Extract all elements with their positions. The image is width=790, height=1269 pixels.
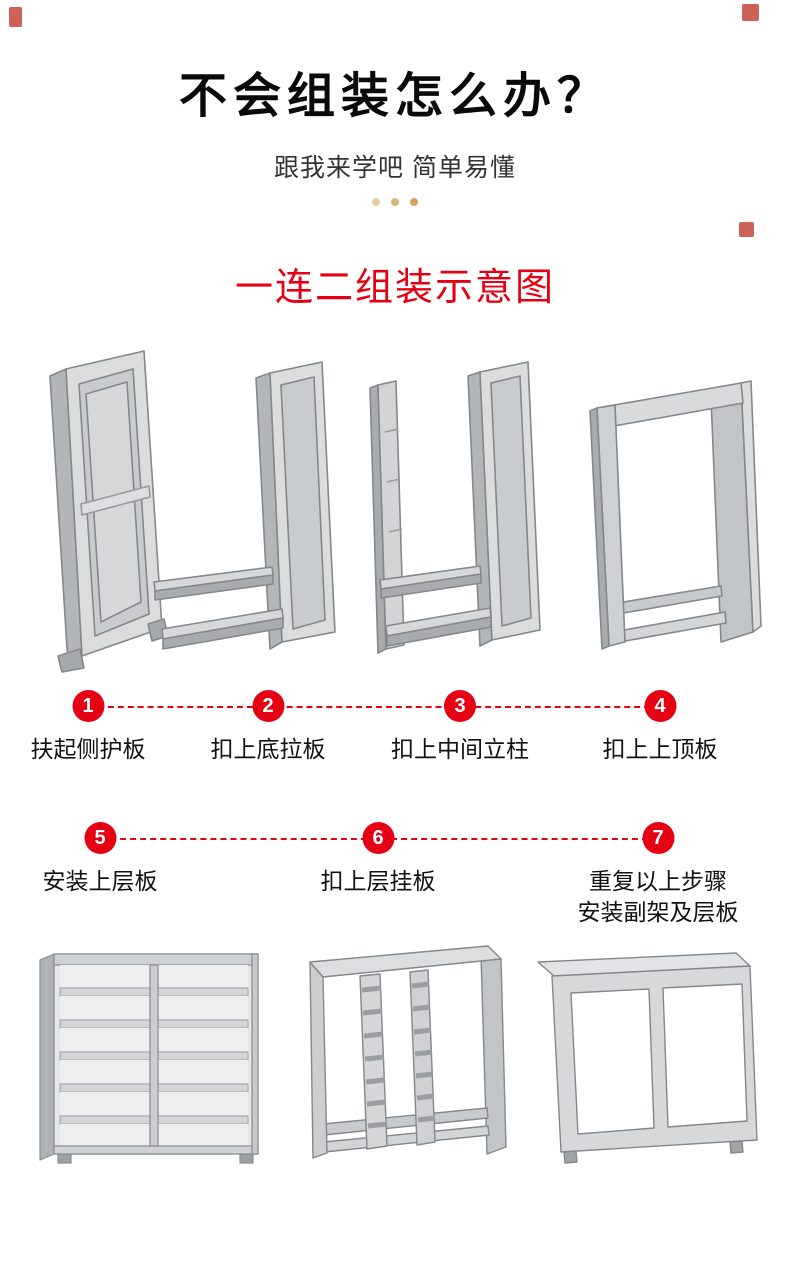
dashed-connector-line	[88, 706, 660, 708]
step-label: 扣上层挂板	[320, 868, 436, 894]
page-subtitle: 跟我来学吧 简单易懂	[274, 154, 516, 182]
step-label: 安装上层板	[42, 868, 158, 894]
step-number-badge: 6	[362, 822, 394, 854]
red-watermark-stamp	[742, 4, 759, 21]
assembled-frame-image	[589, 380, 762, 650]
shelf-with-boards-image	[39, 953, 259, 1164]
step6-illustration-hanging-plates	[298, 932, 513, 1172]
steps-row-1: 1 扶起侧护板 2 扣上底拉板 3 扣上中间立柱 4 扣上上顶板	[0, 690, 790, 785]
step-7: 7 重复以上步骤 安装副架及层板	[578, 822, 739, 928]
red-watermark-stamp	[739, 222, 754, 237]
dot-icon	[410, 198, 418, 206]
double-bay-frame-image	[537, 952, 758, 1164]
step3-illustration-middle-upright	[342, 352, 542, 667]
frame-with-hanging-plates-image	[309, 945, 507, 1159]
step-4: 4 扣上上顶板	[603, 690, 718, 765]
steps-row-2: 5 安装上层板 6 扣上层挂板 7 重复以上步骤 安装副架及层板	[0, 822, 790, 942]
step-1: 1 扶起侧护板	[31, 690, 146, 765]
step-number-badge: 7	[642, 822, 674, 854]
step2-illustration-bottom-rails	[138, 352, 343, 667]
red-watermark-stamp	[9, 7, 22, 27]
step1-illustration-side-panel	[22, 338, 192, 673]
step-number-badge: 1	[72, 690, 104, 722]
panel-with-bottom-rails-image	[153, 361, 336, 650]
dot-icon	[391, 198, 399, 206]
step-number-badge: 4	[644, 690, 676, 722]
step-number-badge: 2	[252, 690, 284, 722]
step-label: 扣上底拉板	[210, 736, 326, 762]
step4-illustration-frame-top-plate	[563, 362, 763, 662]
step-label: 重复以上步骤 安装副架及层板	[578, 866, 739, 928]
page-title: 不会组装怎么办？	[178, 70, 611, 123]
step-6: 6 扣上层挂板	[321, 822, 436, 897]
step-3: 3 扣上中间立柱	[391, 690, 529, 765]
step-label-line-2: 安装副架及层板	[577, 899, 739, 926]
step-2: 2 扣上底拉板	[211, 690, 326, 765]
side-panel-image	[49, 350, 169, 673]
step7-illustration-double-bay-frame	[524, 940, 766, 1168]
step-label: 扣上中间立柱	[391, 736, 529, 762]
step-number-badge: 3	[444, 690, 476, 722]
dot-icon	[372, 198, 380, 206]
step5-illustration-shelf-boards	[28, 938, 268, 1170]
step-5: 5 安装上层板	[43, 822, 158, 897]
step-label-line-1: 重复以上步骤	[589, 868, 727, 894]
panel-with-middle-upright-image	[369, 361, 541, 654]
step-number-badge: 5	[84, 822, 116, 854]
step-label: 扣上上顶板	[602, 736, 718, 762]
decorative-dots	[0, 198, 790, 206]
section-title: 一连二组装示意图	[234, 267, 555, 309]
step-label: 扶起侧护板	[30, 736, 146, 762]
